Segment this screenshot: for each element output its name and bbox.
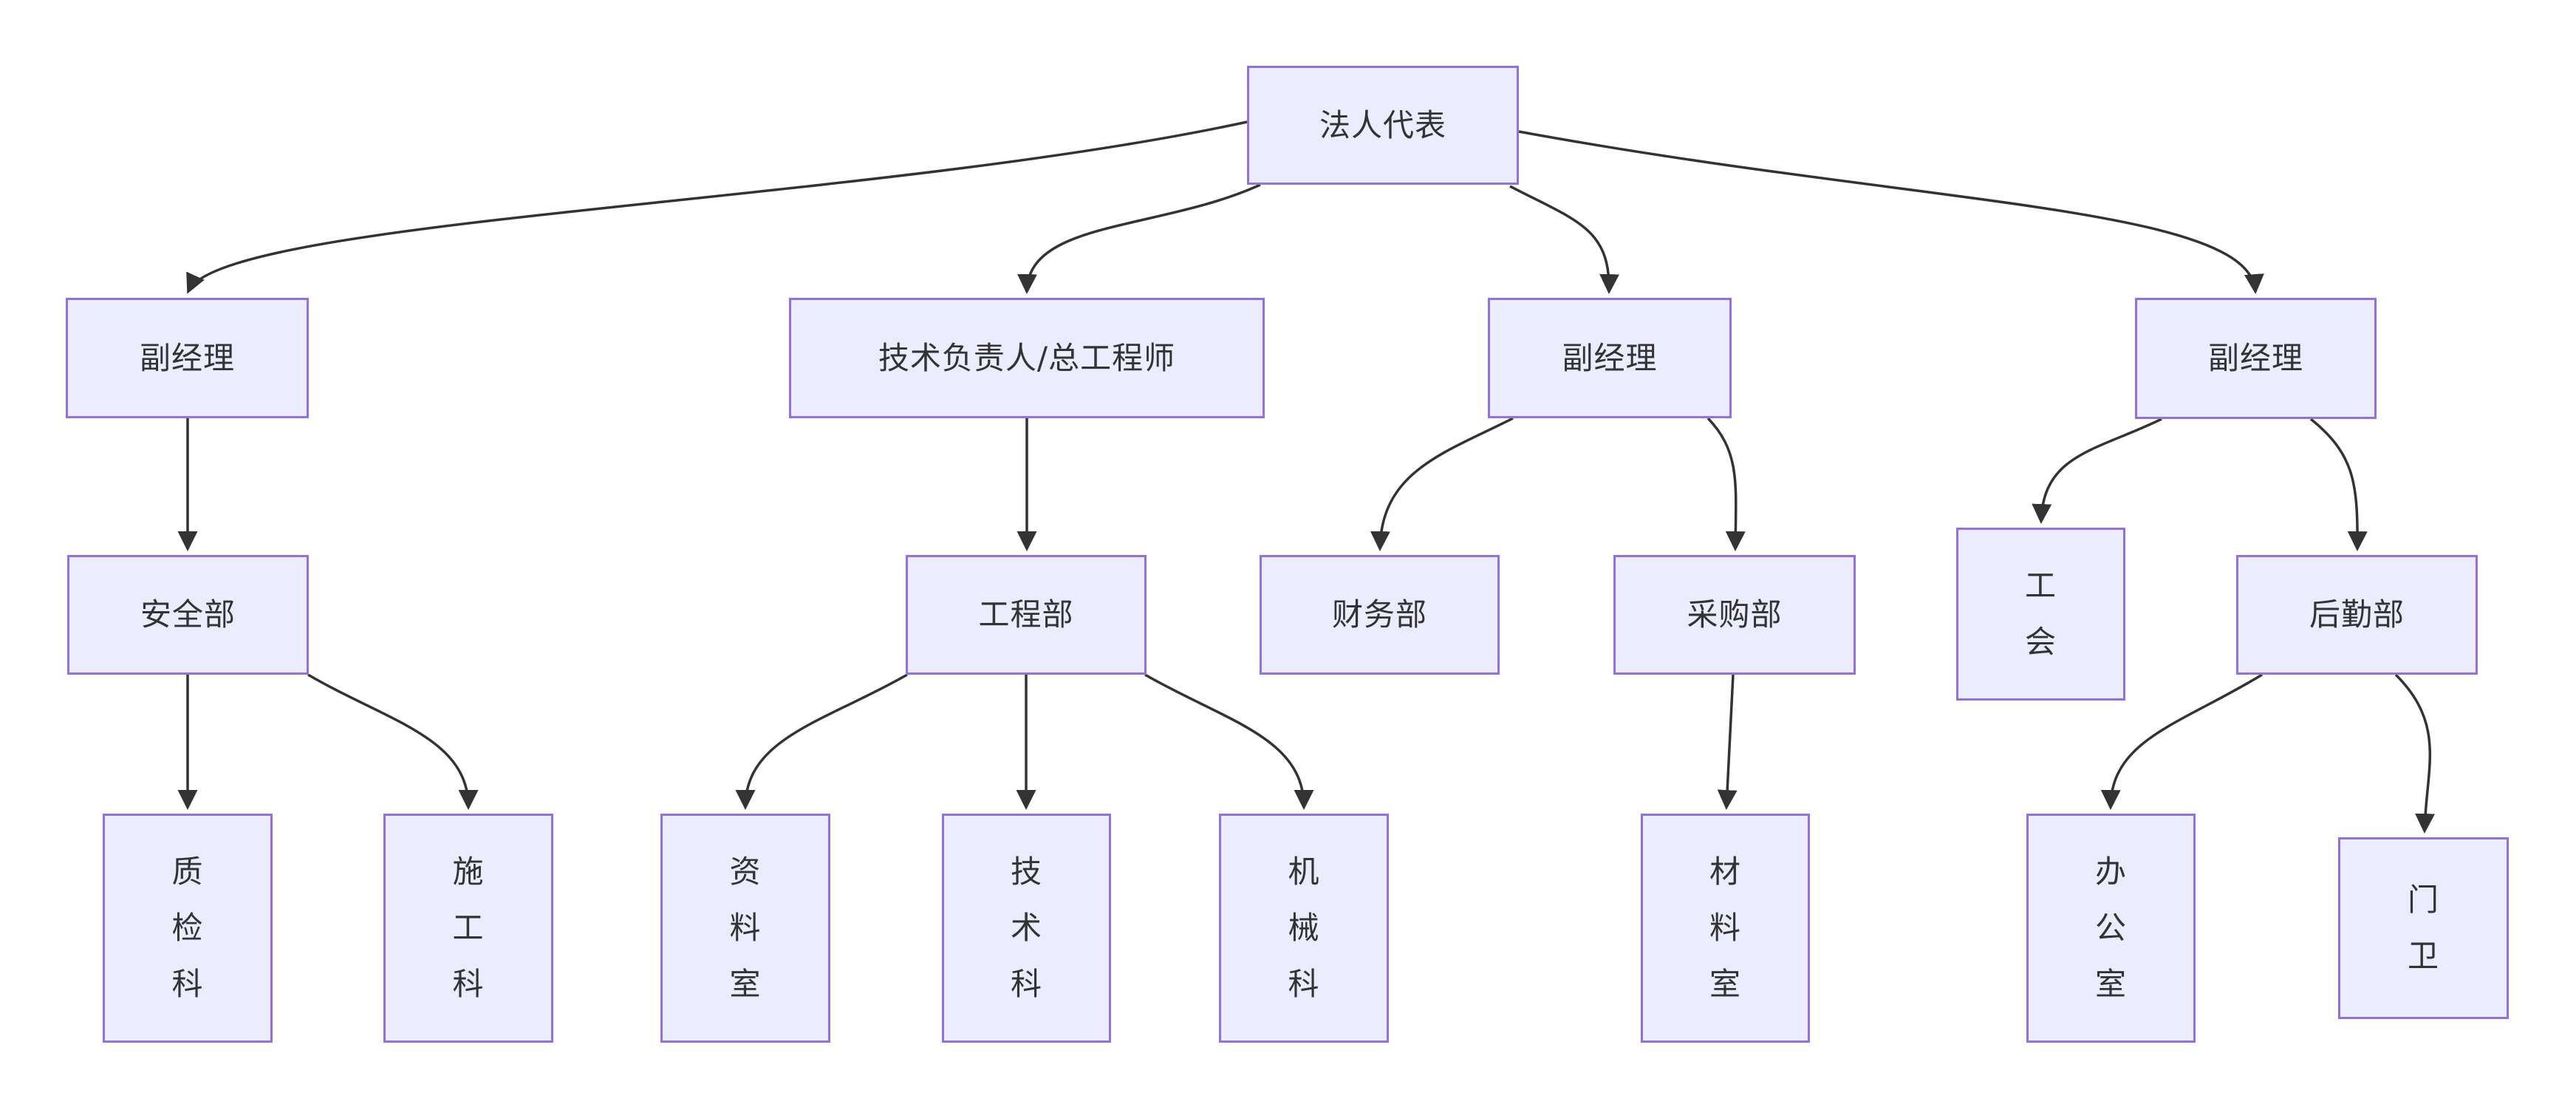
node-deputy-manager-left: 副经理 (66, 298, 309, 418)
node-engineering-dept: 工程部 (906, 555, 1147, 675)
node-machinery-section-label: 机 械 科 (1288, 854, 1320, 1002)
node-quality-inspection-label: 质 检 科 (171, 854, 204, 1002)
node-safety-dept: 安全部 (67, 555, 309, 675)
node-logistics-dept-label: 后勤部 (2309, 596, 2405, 633)
edge-legal-to-deputy-left (186, 120, 1248, 294)
node-engineering-dept-label: 工程部 (978, 596, 1074, 633)
node-gatehouse: 门 卫 (2338, 837, 2509, 1019)
edge-engineering-to-archives (735, 673, 908, 811)
node-construction-section: 施 工 科 (383, 814, 553, 1043)
node-technology-section: 技 术 科 (942, 814, 1111, 1043)
edge-legal-to-chief (1017, 183, 1261, 295)
edge-deputy-right-to-union (2032, 418, 2162, 525)
node-legal-representative: 法人代表 (1247, 66, 1519, 185)
node-technology-section-label: 技 术 科 (1010, 854, 1042, 1002)
node-machinery-section: 机 械 科 (1219, 814, 1389, 1043)
node-materials-room-label: 材 料 室 (1709, 854, 1741, 1002)
node-finance-dept-label: 财务部 (1331, 596, 1427, 633)
node-safety-dept-label: 安全部 (140, 596, 236, 633)
edge-legal-to-deputy-mid (1509, 185, 1620, 295)
edge-logistics-to-office (2100, 673, 2263, 811)
edge-deputy-mid-to-finance (1370, 417, 1514, 552)
node-chief-engineer: 技术负责人/总工程师 (789, 298, 1265, 418)
node-archives-room: 资 料 室 (660, 814, 830, 1043)
node-gatehouse-label: 门 卫 (2407, 882, 2439, 974)
edge-logistics-to-gatehouse (2394, 673, 2436, 834)
edge-safety-to-construction (307, 673, 479, 811)
edge-engineering-to-machinery (1144, 673, 1314, 811)
node-quality-inspection-section: 质 检 科 (103, 814, 273, 1043)
node-office-room-label: 办 公 室 (2094, 854, 2127, 1002)
node-deputy-manager-right-label: 副经理 (2207, 340, 2303, 376)
node-materials-room: 材 料 室 (1641, 814, 1810, 1043)
node-labor-union-label: 工 会 (2024, 568, 2057, 660)
node-logistics-dept: 后勤部 (2236, 555, 2478, 675)
node-chief-engineer-label: 技术负责人/总工程师 (878, 339, 1176, 376)
node-office-room: 办 公 室 (2026, 814, 2196, 1043)
node-deputy-manager-right: 副经理 (2135, 298, 2377, 419)
edge-deputy-mid-to-procurement (1706, 417, 1746, 552)
edge-legal-to-deputy-right (1518, 130, 2264, 295)
edge-deputy-right-to-logistics (2309, 418, 2368, 552)
edge-procurement-to-materials (1717, 674, 1738, 811)
node-deputy-manager-left-label: 副经理 (139, 339, 235, 376)
node-deputy-manager-mid-label: 副经理 (1562, 339, 1658, 376)
node-procurement-dept: 采购部 (1613, 555, 1856, 675)
node-deputy-manager-mid: 副经理 (1488, 298, 1732, 418)
node-legal-representative-label: 法人代表 (1319, 106, 1446, 143)
node-finance-dept: 财务部 (1260, 555, 1500, 675)
node-construction-section-label: 施 工 科 (452, 854, 485, 1002)
node-labor-union: 工 会 (1956, 528, 2125, 701)
node-archives-room-label: 资 料 室 (729, 854, 762, 1002)
node-procurement-dept-label: 采购部 (1687, 596, 1783, 633)
